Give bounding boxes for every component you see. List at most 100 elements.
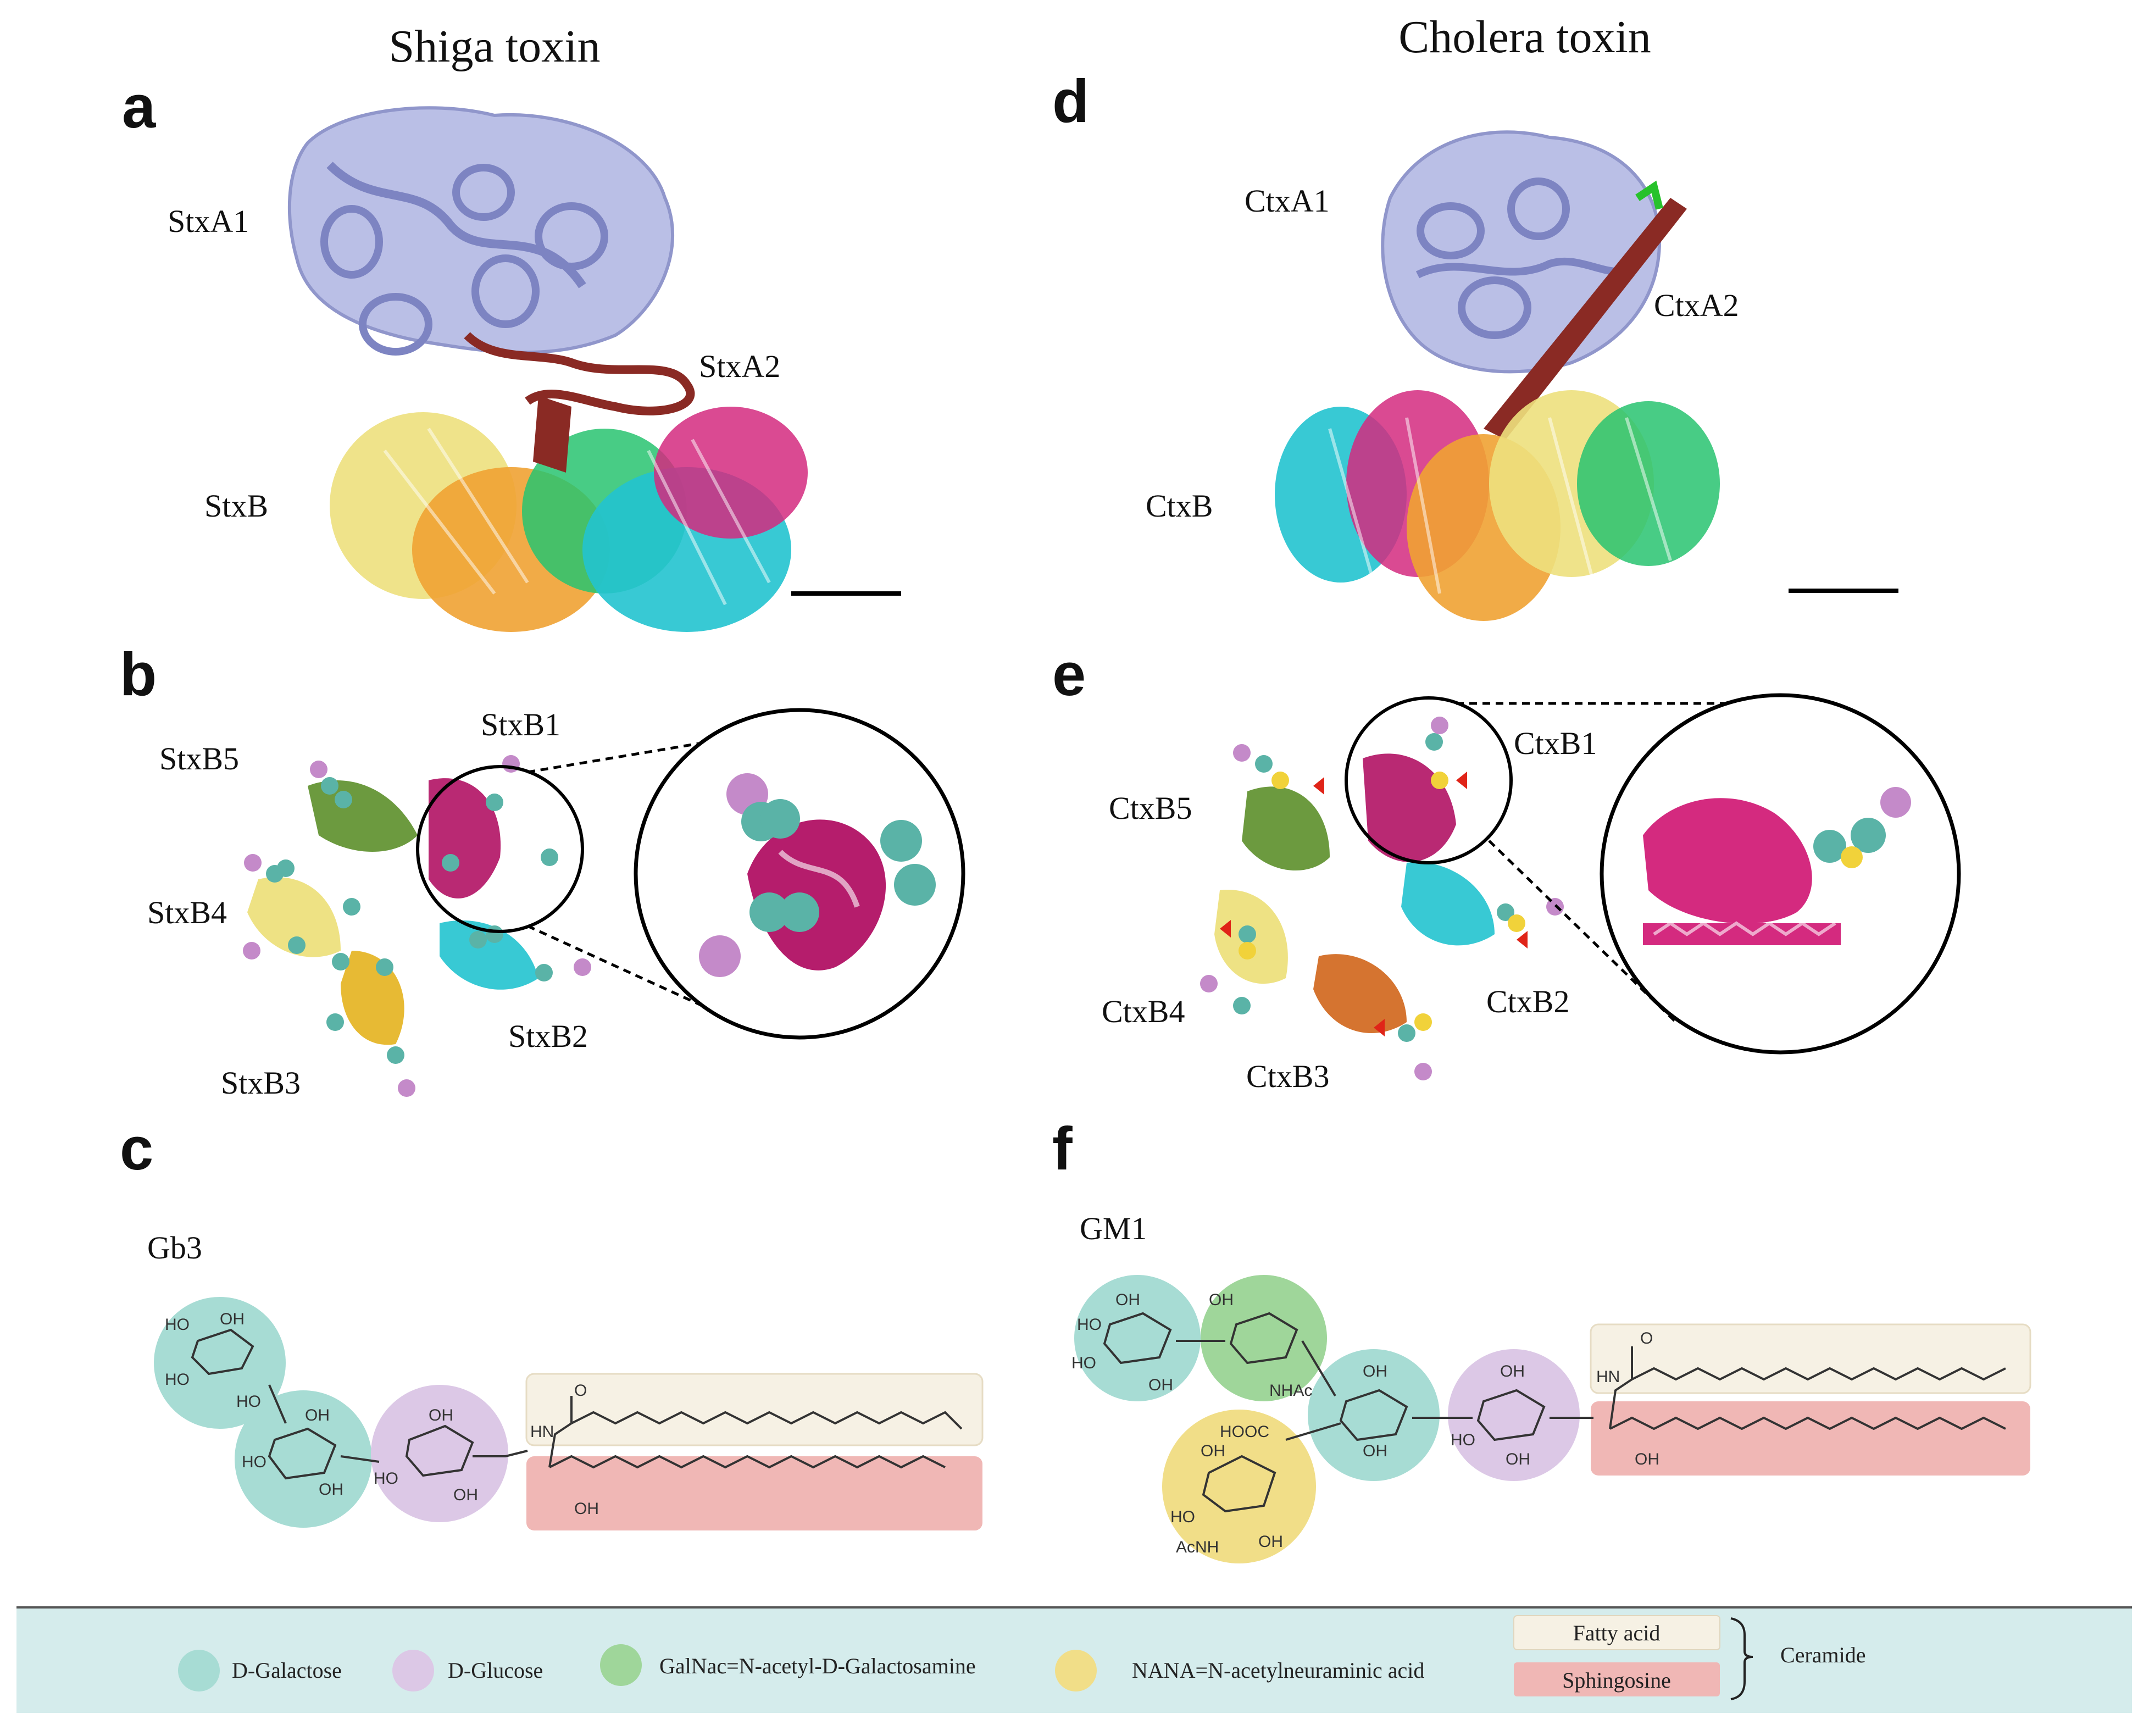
ctxb-red-markers [1220,772,1528,1036]
chem-oh-6: OH [574,1500,599,1518]
chem-oh-f5: OH [1363,1442,1387,1460]
label-stxa1: StxA1 [168,203,249,239]
chem-oh-f1: OH [1115,1291,1140,1309]
ctxb1-zoom [1600,693,1961,1055]
chem-oh-3: OH [319,1480,343,1499]
label-stxb5: StxB5 [159,741,239,777]
gm1-fatty-acid-box [1590,1323,2031,1394]
label-ctxb3: CtxB3 [1246,1058,1330,1094]
label-stxb1: StxB1 [481,707,560,742]
legend-galactose-swatch [178,1650,220,1691]
label-ctxa1: CtxA1 [1245,183,1330,219]
chem-oh-1: OH [220,1310,245,1328]
shiga-toxin-structure [287,106,901,632]
stxb1-focus-circle [416,765,584,933]
legend-brace [1730,1617,1753,1700]
gm1-nana [1162,1410,1316,1563]
cholera-toxin-structure [1275,130,1898,621]
chem-oh-f9: OH [1258,1533,1283,1551]
chem-oh-2: OH [305,1406,330,1424]
label-ctxb5: CtxB5 [1109,790,1192,826]
chem-ho-2: HO [165,1371,190,1389]
legend-sphingosine-label: Sphingosine [1562,1668,1671,1693]
gm1-galactose-2 [1308,1349,1440,1481]
gm1-sphingosine-box [1591,1401,2030,1476]
chem-oh-f4: OH [1363,1362,1387,1380]
chem-oh-f3: OH [1209,1291,1234,1309]
chem-nhac: NHAc [1269,1382,1312,1400]
stxb-glycans [266,777,558,1064]
legend-galnac-label: GalNac=N-acetyl-D-Galactosamine [659,1654,976,1678]
chem-acnh: AcNH [1176,1538,1219,1556]
legend-galnac-swatch [600,1644,642,1686]
panel-label-f: f [1052,1115,1073,1183]
legend-fatty-acid-swatch [1513,1615,1720,1650]
label-gb3: Gb3 [147,1230,202,1266]
chem-ho-f1: HO [1077,1316,1102,1334]
legend-nana-label: NANA=N-acetylneuraminic acid [1132,1658,1424,1683]
stxb-topview [243,708,965,1097]
label-ctxb4: CtxB4 [1102,994,1185,1029]
label-stxa2: StxA2 [699,348,780,384]
panel-label-b: b [120,641,157,708]
label-ctxa2: CtxA2 [1654,287,1739,323]
title-shiga-toxin: Shiga toxin [388,21,600,72]
stxb-pentamer [330,396,808,632]
chem-ho-5: HO [374,1469,398,1488]
legend-galactose-label: D-Galactose [232,1658,342,1683]
chem-o-f: O [1640,1329,1653,1347]
chem-hn-1: HN [530,1423,554,1441]
chem-hn-f: HN [1596,1368,1620,1386]
label-stxb2: StxB2 [508,1018,588,1054]
title-cholera-toxin: Cholera toxin [1398,12,1651,63]
ctxb-glycans [1233,733,1514,1042]
legend-glucose-swatch [392,1650,434,1691]
ctxa2-helix [1484,198,1687,440]
gb3-fatty-acid-box [525,1373,984,1446]
ctxb-topview [1200,693,1961,1080]
label-ctxb2: CtxB2 [1486,984,1570,1019]
gb3-glucose [371,1385,508,1522]
label-ctxb: CtxB [1146,488,1213,524]
ctxb-nana [1239,772,1525,1031]
label-stxb: StxB [204,488,268,524]
chem-oh-f10: OH [1635,1450,1659,1468]
stxb-terminal-sugars [243,755,591,1097]
label-gm1: GM1 [1080,1211,1147,1246]
chem-oh-f7: OH [1506,1450,1530,1468]
gm1-glucose [1448,1349,1580,1481]
chem-oh-f6: OH [1500,1362,1525,1380]
chem-o-1: O [574,1382,587,1400]
chem-ho-f4: HO [1170,1508,1195,1526]
chem-hooc: HOOC [1220,1423,1269,1441]
gb3-galactose-2 [235,1390,372,1528]
chem-oh-f8: OH [1201,1442,1225,1460]
chem-ho-f3: HO [1451,1431,1475,1449]
gb3-structure: HO OH HO HO OH HO OH OH HO OH HN O OH [154,1297,984,1530]
panel-label-a: a [122,73,156,141]
gm1-structure: OH HO HO OH OH NHAc OH OH OH HO OH HOOC … [1071,1275,2031,1563]
chem-ho-1: HO [165,1316,190,1334]
chem-ho-4: HO [242,1453,266,1471]
legend-ceramide-label: Ceramide [1780,1643,1866,1667]
chem-oh-5: OH [453,1486,478,1504]
chem-oh-f2: OH [1148,1376,1173,1394]
gm1-galnac [1201,1275,1327,1401]
panel-label-e: e [1052,641,1086,708]
ctxb-pentamer [1275,390,1720,621]
panel-label-c: c [120,1115,153,1183]
stxa2-loop [464,332,695,415]
gm1-galactose-1 [1074,1275,1201,1401]
legend-fatty-acid-label: Fatty acid [1573,1621,1661,1645]
stxb1-zoom [634,708,965,1040]
label-ctxb1: CtxB1 [1514,725,1597,761]
panel-label-d: d [1052,68,1089,135]
chem-ho-f2: HO [1071,1354,1096,1372]
chem-ho-3: HO [236,1393,261,1411]
label-stxb3: StxB3 [221,1065,301,1101]
ctxb1-focus-circle [1345,696,1513,864]
gb3-galactose-1 [154,1297,286,1429]
stxa1-domain [287,106,674,356]
label-stxb4: StxB4 [147,895,227,930]
